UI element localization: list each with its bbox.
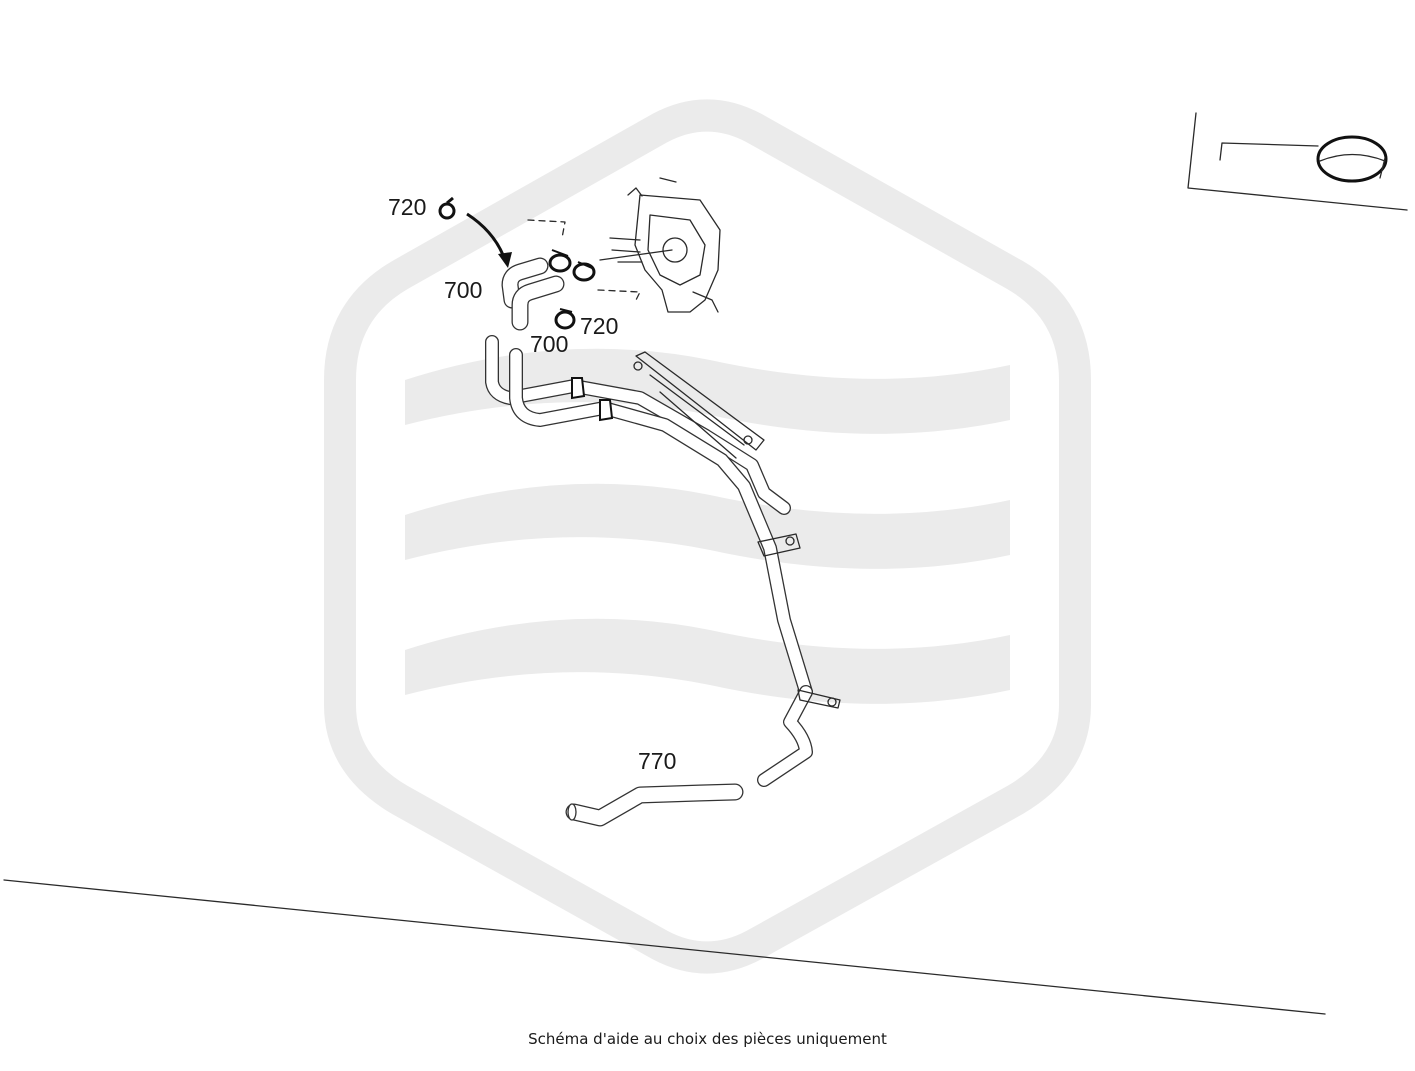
callout-arrow (466, 212, 512, 268)
hose-clamp-720-lower (554, 308, 576, 330)
callout-720-top: 720 (388, 194, 426, 220)
watermark-logo (324, 99, 1091, 974)
watermark-wave-middle (405, 483, 1010, 569)
elbow-hose-700-lower (511, 275, 565, 331)
hose-clamp-720-upper-pair (548, 249, 596, 282)
callout-700-upper: 700 (444, 277, 482, 303)
callout-700-lower: 700 (530, 331, 568, 357)
callout-720-lower: 720 (580, 313, 618, 339)
watermark-wave-bottom (405, 618, 1010, 704)
hose-clamp-720-top (438, 196, 456, 220)
steering-wheel-icon (1316, 135, 1388, 183)
heater-pipe-assembly (485, 335, 841, 787)
elbow-hose-700-upper (501, 257, 549, 309)
frame-line (3, 879, 1326, 1015)
callout-770: 770 (638, 748, 676, 774)
watermark-wave-top (405, 348, 1010, 434)
diagram-caption: Schéma d'aide au choix des pièces unique… (528, 1030, 887, 1048)
heater-unit (527, 177, 721, 313)
watermark-hexagon (324, 99, 1091, 974)
vehicle-location-inset (1187, 112, 1408, 211)
hose-770 (565, 783, 744, 827)
